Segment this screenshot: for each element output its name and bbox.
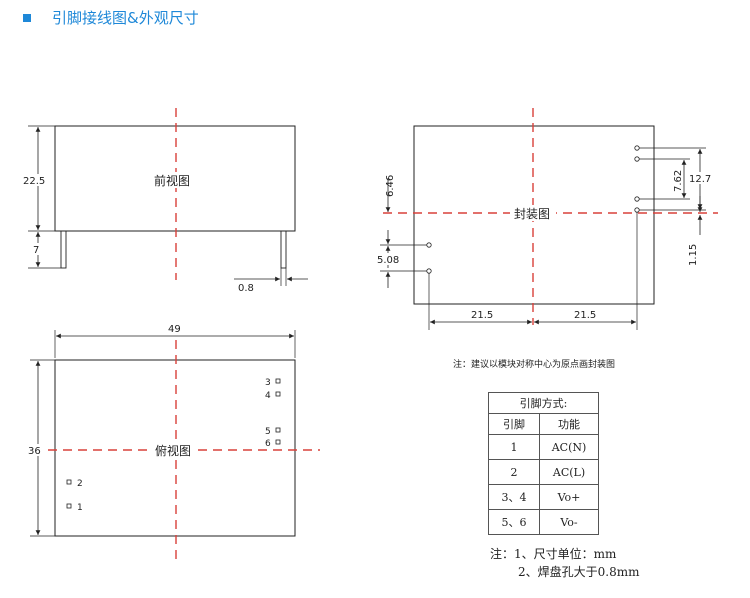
dim-6-46: 6.46 bbox=[385, 175, 396, 197]
table-cell-pin: 5、6 bbox=[488, 509, 540, 535]
notes: 注：1、尺寸单位：mm 2、焊盘孔大于0.8mm bbox=[490, 545, 639, 581]
front-view-body bbox=[54, 125, 296, 232]
top-view-body bbox=[54, 359, 296, 537]
top-pin-2-label: 2 bbox=[77, 479, 83, 489]
top-view-label: 俯视图 bbox=[155, 443, 191, 458]
footprint-pin-3 bbox=[634, 145, 640, 151]
table-cell-function: AC(L) bbox=[539, 459, 599, 485]
top-pin-6 bbox=[275, 439, 281, 445]
footprint-pin-5 bbox=[634, 196, 640, 202]
table-cell-pin: 3、4 bbox=[488, 484, 540, 510]
front-view: 22.5 7 0.8 前视图 bbox=[22, 108, 308, 294]
table-row: 5、6 Vo- bbox=[488, 509, 599, 535]
note-2: 2、焊盘孔大于0.8mm bbox=[518, 565, 640, 579]
top-pin-5-label: 5 bbox=[265, 427, 271, 437]
note-1: 注：1、尺寸单位：mm bbox=[490, 547, 617, 561]
table-row: 1 AC(N) bbox=[488, 434, 599, 460]
footprint-label: 封装图 bbox=[514, 207, 550, 221]
footprint-pin-1 bbox=[426, 242, 432, 248]
table-cell-function: AC(N) bbox=[539, 434, 599, 460]
dim-7: 7 bbox=[33, 245, 39, 256]
dim-49: 49 bbox=[168, 324, 181, 335]
dim-0-8: 0.8 bbox=[238, 283, 254, 294]
footprint-body bbox=[413, 125, 655, 305]
table-cell-function: Vo- bbox=[539, 509, 599, 535]
pin-table: 引脚方式: 引脚 功能 1 AC(N) 2 AC(L) 3、4 Vo+ 5、6 … bbox=[488, 392, 599, 535]
top-pin-1 bbox=[66, 503, 72, 509]
top-view: 49 36 3 4 5 6 2 1 俯视图 bbox=[26, 324, 320, 560]
layout-note: 注：建议以模块对称中心为原点画封装图 bbox=[453, 360, 616, 370]
table-cell-function: Vo+ bbox=[539, 484, 599, 510]
table-cell-pin: 2 bbox=[488, 459, 540, 485]
pin-table-header-pin: 引脚 bbox=[488, 413, 540, 435]
footprint-pin-2 bbox=[426, 268, 432, 274]
top-pin-4 bbox=[275, 391, 281, 397]
top-pin-6-label: 6 bbox=[265, 439, 271, 449]
page-header: 引脚接线图&外观尺寸 bbox=[0, 0, 750, 40]
dim-21-5-right: 21.5 bbox=[574, 310, 596, 321]
front-pin-right bbox=[280, 230, 287, 269]
front-pin-left bbox=[60, 230, 67, 269]
pin-table-caption: 引脚方式: bbox=[488, 392, 599, 414]
top-pin-3 bbox=[275, 378, 281, 384]
top-pin-2 bbox=[66, 479, 72, 485]
dim-12-7: 12.7 bbox=[689, 174, 711, 185]
dim-1-15: 1.15 bbox=[688, 244, 699, 266]
top-pin-4-label: 4 bbox=[265, 391, 271, 401]
page-title: 引脚接线图&外观尺寸 bbox=[52, 9, 199, 27]
dim-5-08: 5.08 bbox=[377, 255, 399, 266]
footprint-pin-4 bbox=[634, 156, 640, 162]
dim-21-5-left: 21.5 bbox=[471, 310, 493, 321]
table-cell-pin: 1 bbox=[488, 434, 540, 460]
square-bullet-icon bbox=[23, 14, 31, 22]
footprint-pin-6 bbox=[634, 207, 640, 213]
top-pin-3-label: 3 bbox=[265, 378, 271, 388]
footprint-view: 6.46 5.08 7.62 12.7 1.15 21.5 21.5 封装图 bbox=[376, 108, 718, 330]
pin-table-header-function: 功能 bbox=[539, 413, 599, 435]
top-pin-5 bbox=[275, 427, 281, 433]
table-row: 3、4 Vo+ bbox=[488, 484, 599, 510]
table-row: 2 AC(L) bbox=[488, 459, 599, 485]
dim-22-5: 22.5 bbox=[23, 176, 45, 187]
top-pin-1-label: 1 bbox=[77, 503, 83, 513]
front-view-label: 前视图 bbox=[154, 173, 190, 188]
dim-7-62: 7.62 bbox=[673, 170, 684, 192]
dim-36: 36 bbox=[28, 446, 41, 457]
